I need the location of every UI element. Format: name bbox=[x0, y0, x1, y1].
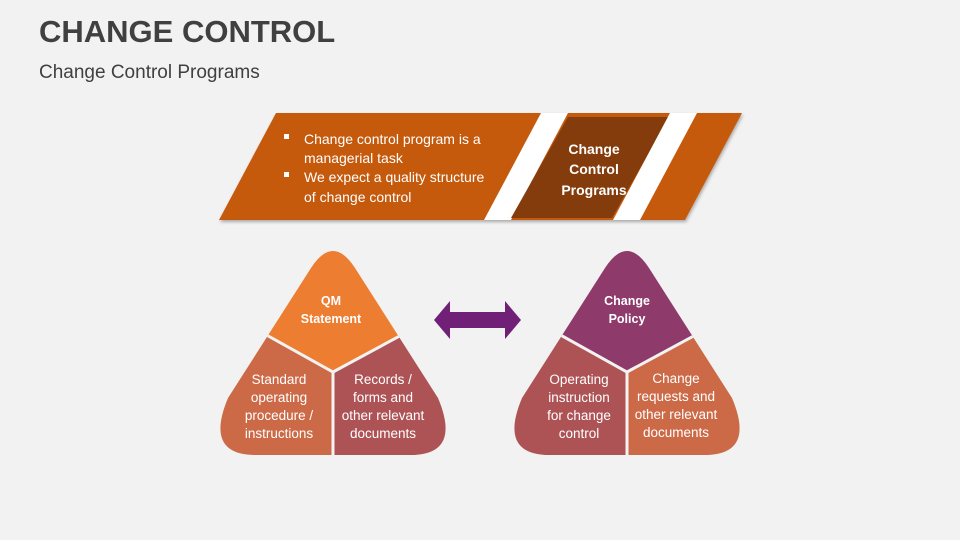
bullet-icon bbox=[284, 134, 289, 139]
bullet-2-line-2: of change control bbox=[304, 189, 411, 205]
bullet-2-line-1: We expect a quality structure bbox=[304, 169, 484, 185]
policy-line-1: Change bbox=[604, 294, 650, 308]
double-arrow-icon bbox=[434, 301, 521, 339]
operating-line-3: for change bbox=[547, 408, 611, 423]
banner-white-stripe-left bbox=[484, 113, 568, 220]
requests-line-2: requests and bbox=[637, 389, 715, 404]
records-line-1: Records / bbox=[354, 372, 412, 387]
right-triangle bbox=[514, 251, 740, 455]
bullet-1-line-2: managerial task bbox=[304, 150, 404, 166]
requests-line-4: documents bbox=[643, 425, 709, 440]
records-line-3: other relevant bbox=[342, 408, 425, 423]
left-triangle bbox=[220, 251, 446, 455]
qm-line-1: QM bbox=[321, 294, 341, 308]
slide-subtitle: Change Control Programs bbox=[39, 62, 260, 83]
banner-label-line-3: Programs bbox=[561, 182, 627, 198]
banner: Change control program is a managerial t… bbox=[219, 113, 742, 220]
sop-line-1: Standard bbox=[252, 372, 307, 387]
sop-line-2: operating bbox=[251, 390, 307, 405]
sop-line-3: procedure / bbox=[245, 408, 314, 423]
requests-line-1: Change bbox=[652, 371, 699, 386]
qm-line-2: Statement bbox=[301, 312, 362, 326]
requests-line-3: other relevant bbox=[635, 407, 718, 422]
banner-label-line-2: Control bbox=[569, 161, 619, 177]
banner-label-box bbox=[511, 117, 669, 218]
banner-white-stripe-right bbox=[613, 113, 697, 220]
bullet-1-line-1: Change control program is a bbox=[304, 131, 481, 147]
operating-line-4: control bbox=[559, 426, 600, 441]
operating-line-1: Operating bbox=[549, 372, 608, 387]
banner-label-line-1: Change bbox=[568, 141, 620, 157]
records-line-4: documents bbox=[350, 426, 416, 441]
operating-line-2: instruction bbox=[548, 390, 610, 405]
bullet-icon bbox=[284, 172, 289, 177]
slide-title: CHANGE CONTROL bbox=[39, 14, 336, 49]
records-line-2: forms and bbox=[353, 390, 413, 405]
policy-line-2: Policy bbox=[609, 312, 646, 326]
sop-line-4: instructions bbox=[245, 426, 314, 441]
